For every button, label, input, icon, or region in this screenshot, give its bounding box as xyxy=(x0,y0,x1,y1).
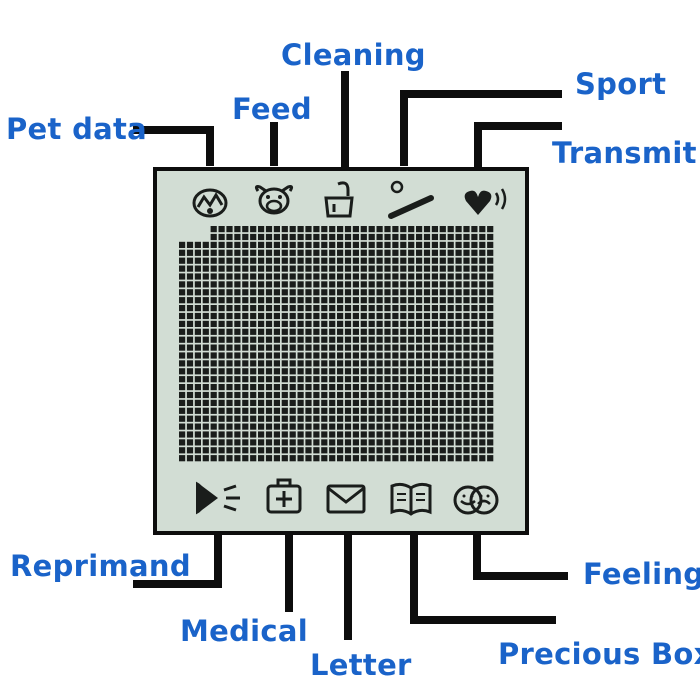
feeling-icon[interactable] xyxy=(452,482,500,518)
label-cleaning: Cleaning xyxy=(281,38,426,72)
transmit-icon[interactable] xyxy=(462,183,512,219)
label-letter: Letter xyxy=(310,648,412,682)
label-reprimand: Reprimand xyxy=(10,549,191,583)
label-feed: Feed xyxy=(232,92,312,126)
label-pet-data: Pet data xyxy=(6,112,148,146)
leader-transmit xyxy=(474,122,562,169)
reprimand-icon[interactable] xyxy=(196,478,244,518)
medical-icon[interactable] xyxy=(264,476,304,516)
precious-box-icon[interactable] xyxy=(388,480,434,518)
leader-reprimand xyxy=(133,535,222,588)
label-feeling: Feeling xyxy=(583,557,700,591)
label-transmit: Transmit xyxy=(552,136,697,170)
leader-precious-box xyxy=(410,535,556,624)
label-medical: Medical xyxy=(180,614,309,648)
leader-sport xyxy=(400,90,562,166)
sport-icon[interactable] xyxy=(385,180,439,222)
leader-feeling xyxy=(473,535,568,580)
leader-pet-data xyxy=(133,126,214,166)
pet-data-icon[interactable] xyxy=(190,185,230,219)
label-precious-box: Precious Box xyxy=(498,637,700,671)
feed-icon[interactable] xyxy=(252,183,296,219)
label-sport: Sport xyxy=(575,67,667,101)
cleaning-icon[interactable] xyxy=(322,180,358,220)
letter-icon[interactable] xyxy=(324,482,368,516)
dot-matrix-display xyxy=(179,226,494,462)
